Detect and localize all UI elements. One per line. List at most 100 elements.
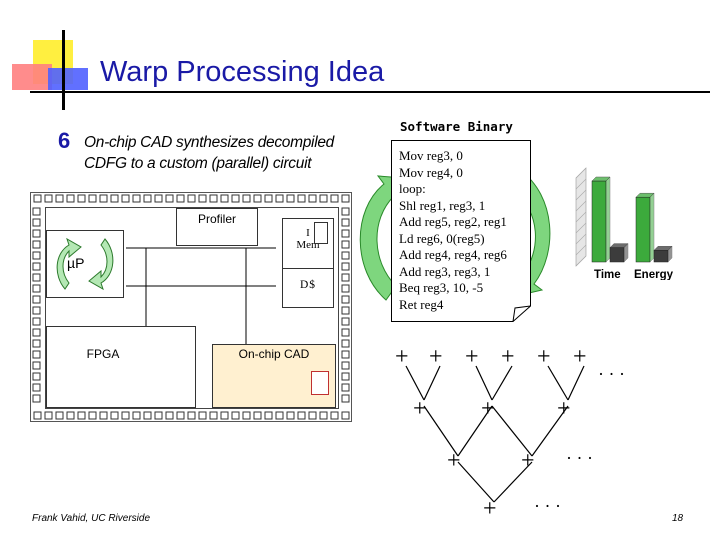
chip-pin [253,411,262,420]
chip-pin [32,284,41,293]
chip-pin [165,194,174,203]
adder-node: + [483,496,497,520]
chip-pin [55,411,64,420]
slide-title: Warp Processing Idea [100,56,385,88]
chip-pin [32,339,41,348]
imem-box: I Mem [282,218,334,270]
chip-inner: Profiler I Mem D$ µP FPGA On-chip CAD [45,207,339,409]
chip-pin [264,411,273,420]
cad-memory-icon [311,371,329,395]
binary-code-line: Mov reg4, 0 [399,164,463,180]
chart-bar-side [623,242,629,263]
chip-pin [330,194,339,203]
chip-pin [209,411,218,420]
binary-code-line: Add reg3, reg3, 1 [399,263,491,279]
chip-pin [32,350,41,359]
chart-category-label: Energy [634,269,674,280]
chip-pin [32,240,41,249]
fpga-label: FPGA [86,347,120,361]
chip-pin [32,383,41,392]
chart-grid-line [575,255,587,267]
binary-code-line: Ret reg4 [399,296,444,312]
chip-pin [209,194,218,203]
chart-grid-line [575,189,587,201]
cad-label: On-chip CAD [238,347,310,361]
bullet-text: On-chip CAD synthesizes decompiled CDFG … [84,132,384,174]
chip-pin [88,194,97,203]
chart-bar-side [649,192,655,263]
chip-pin [32,328,41,337]
decor-red-square [12,64,52,90]
chip-pin [297,411,306,420]
chart-bar-side [605,176,611,263]
chip-pin [44,411,53,420]
chip-pin [341,284,350,293]
binary-code-line: loop: [399,181,426,196]
adder-node: + [413,396,427,422]
tree-edge [457,405,493,457]
chart-grid [575,167,587,267]
chip-pin [341,350,350,359]
chip-pin [77,194,86,203]
chip-pin [242,411,251,420]
binary-code-line: Beq reg3, 10, -5 [399,280,484,295]
chip-pin [231,194,240,203]
chip-pin [319,194,328,203]
chart-bar-side [667,245,673,263]
tree-ellipsis: · · · [598,364,625,384]
chip-pin [220,194,229,203]
fpga-box: FPGA [46,326,196,408]
binary-code-line: Add reg5, reg2, reg1 [399,214,507,229]
chip-pin [231,411,240,420]
chip-pins [32,194,350,420]
chip-pin [121,194,130,203]
decor-horizontal-line [30,91,710,93]
chip-pin [32,394,41,403]
chip-pin [341,240,350,249]
chip-pin [32,295,41,304]
chip-pin [32,218,41,227]
document-icon [391,140,531,322]
tree-edge [475,365,493,401]
chip-pin [32,262,41,271]
bullet-line-1: On-chip CAD synthesizes decompiled [84,134,334,151]
tree-edge [423,365,441,401]
chip-pin [66,411,75,420]
chip-pin [220,411,229,420]
chip-pin [198,194,207,203]
chart-category-label: Time [594,269,621,280]
chart-grid-line [575,200,587,212]
chip-pin [154,194,163,203]
imem-label-2: Mem [296,239,320,251]
chip-pin [32,306,41,315]
imem-label-1: I [306,227,310,239]
chip-pin [275,411,284,420]
cad-box: On-chip CAD [212,344,336,408]
chart-grid-line [575,167,587,179]
chip-pin [341,361,350,370]
chip-pin [341,262,350,271]
chip-pin [32,273,41,282]
chip-pin [32,372,41,381]
chip-pin [341,218,350,227]
processor-box: µP [46,230,124,298]
tree-edge [567,365,585,401]
chip-pin [88,411,97,420]
tree-ellipsis: · · · [534,496,561,516]
chip-pin [176,194,185,203]
processor-label: µP [67,255,85,271]
chip-pin [341,273,350,282]
adder-node: + [521,448,535,474]
adder-node: + [573,344,587,370]
chip-pin [44,194,53,203]
chip-pin [264,194,273,203]
chip-pin [253,194,262,203]
tree-edge [531,405,569,457]
chip-pin [32,317,41,326]
chip-pin [187,194,196,203]
chip-pin [32,251,41,260]
chip-pin [55,194,64,203]
chip-pin [66,194,75,203]
chip-pin [286,194,295,203]
